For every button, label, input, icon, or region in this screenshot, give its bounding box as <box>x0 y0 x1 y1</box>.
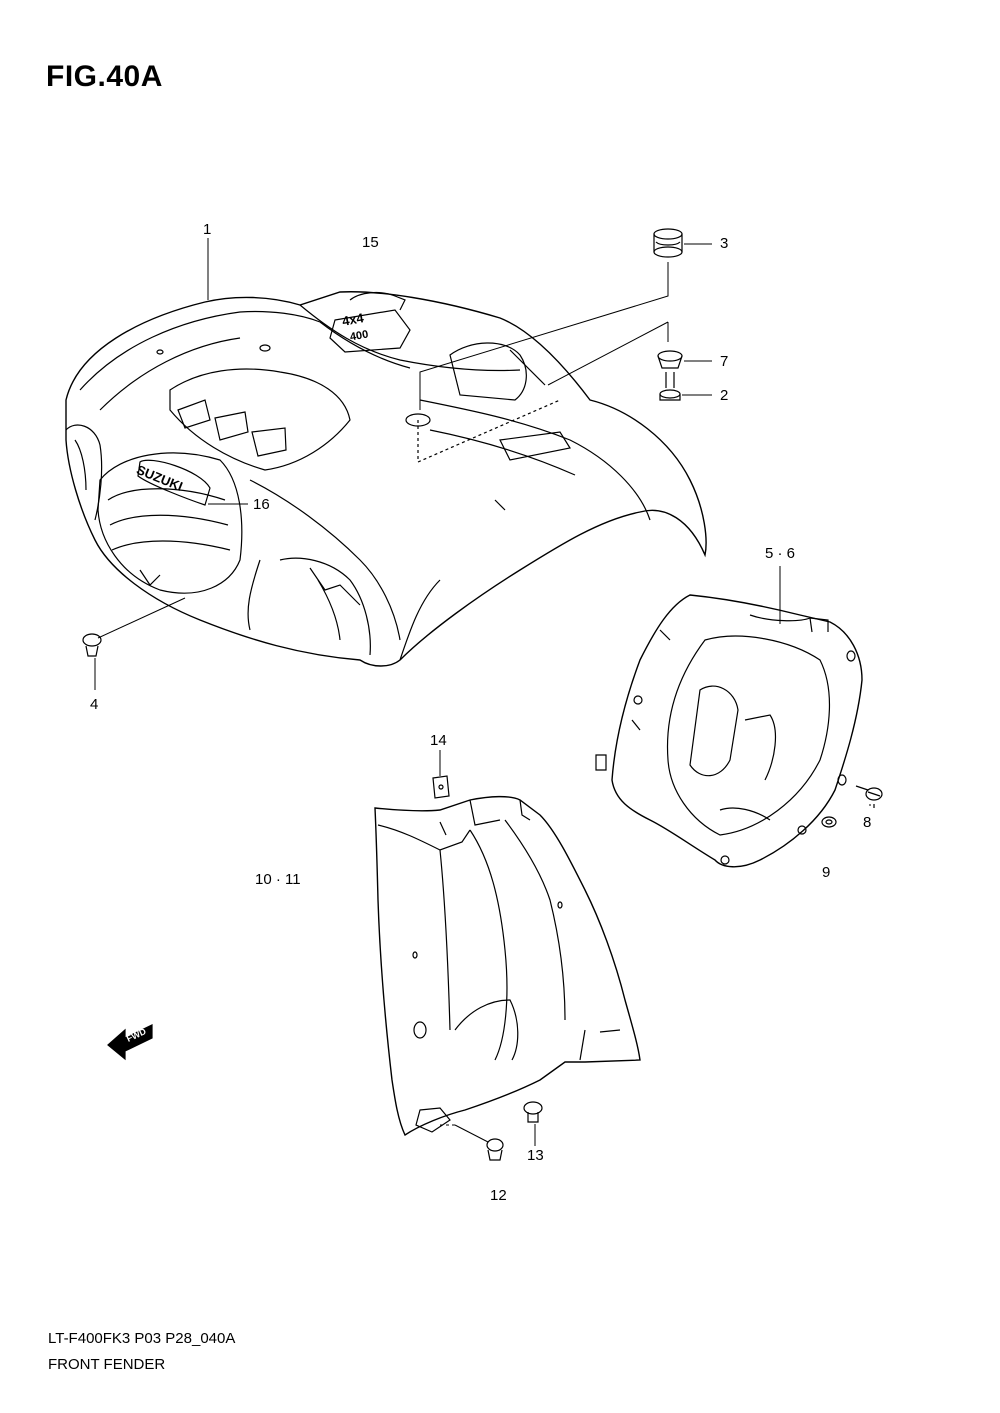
leader-4 <box>98 598 185 638</box>
side-panel-5-6 <box>596 595 862 867</box>
screw-4 <box>83 634 101 656</box>
front-fender-shell <box>66 292 706 666</box>
bolt-2 <box>660 372 680 400</box>
4x4-badge-plate <box>330 293 410 352</box>
callout-4: 4 <box>90 696 99 713</box>
callout-3: 3 <box>720 235 729 252</box>
callout-15: 15 <box>362 234 379 251</box>
callout-7: 7 <box>720 353 729 370</box>
callout-12: 12 <box>490 1187 507 1204</box>
diagram-code: LT-F400FK3 P03 P28_040A <box>48 1330 236 1347</box>
part-group-name: FRONT FENDER <box>48 1356 166 1373</box>
callout-8: 8 <box>863 814 872 831</box>
grommet-3 <box>654 229 682 257</box>
callout-5-6: 5 · 6 <box>765 545 796 562</box>
callout-1: 1 <box>203 221 212 238</box>
callout-10-11: 10 · 11 <box>255 871 301 888</box>
clip-14 <box>433 776 449 798</box>
top-hardware-leaders <box>420 244 712 410</box>
bolt-12 <box>487 1139 503 1160</box>
bolt-13 <box>524 1102 542 1122</box>
callout-9: 9 <box>822 864 831 881</box>
screw-8 <box>856 786 882 808</box>
cushion-7 <box>658 351 682 368</box>
nut-9 <box>822 817 836 827</box>
callout-13: 13 <box>527 1147 544 1164</box>
callout-2: 2 <box>720 387 729 404</box>
fwd-arrow <box>108 1025 152 1059</box>
callout-16: 16 <box>253 496 270 513</box>
suzuki-emblem-plate <box>138 460 210 505</box>
callout-14: 14 <box>430 732 447 749</box>
figure-title: FIG.40A <box>46 60 163 93</box>
inner-mud-guard <box>375 797 640 1135</box>
leader-12 <box>455 1125 488 1142</box>
